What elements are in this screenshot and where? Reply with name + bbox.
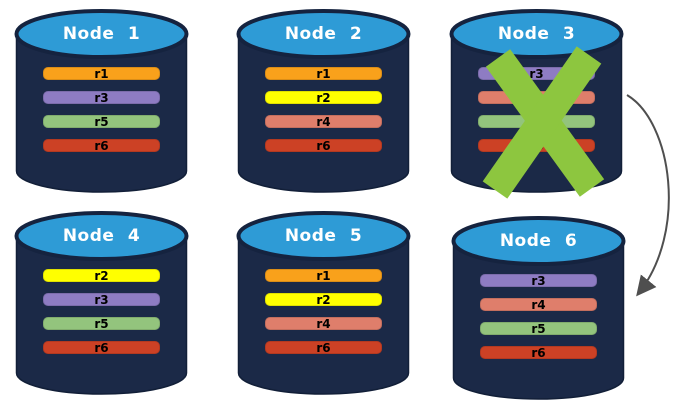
cylinder-body-outline: [15, 236, 188, 395]
replica-label: r2: [316, 292, 331, 307]
cylinder-top-outline: [236, 9, 411, 59]
node-6: Node 6 r3 r4 r5 r6: [450, 215, 627, 402]
replica-label: r2: [316, 90, 331, 105]
replica-row: r4: [265, 115, 382, 128]
replica-label: r2: [94, 268, 109, 283]
x-stroke: [482, 46, 602, 199]
replica-rows: r1 r2 r4 r6: [265, 269, 382, 365]
replica-label: r4: [316, 316, 331, 331]
node-2: Node 2 r1 r2 r4 r6: [235, 8, 412, 195]
replica-row: r3: [43, 293, 160, 306]
replica-rows: r1 r3 r5 r6: [43, 67, 160, 163]
failure-x-icon: [482, 46, 605, 199]
replica-row: r1: [265, 67, 382, 80]
cylinder-top: [453, 218, 624, 264]
replica-label: r6: [531, 345, 546, 360]
replica-label: r1: [316, 66, 331, 81]
cylinder-top: [16, 11, 187, 57]
replica-label: r6: [316, 340, 331, 355]
replica-rows: r3 r4 r5 r6: [480, 274, 597, 370]
cylinder-body-outline: [15, 34, 188, 193]
replica-row: r4: [265, 317, 382, 330]
node-title: Node 1: [62, 24, 141, 44]
cylinder-top-outline: [14, 9, 189, 59]
cylinder-body-outline: [237, 34, 410, 193]
node-4: Node 4 r2 r3 r5 r6: [13, 210, 190, 397]
replica-row: r6: [43, 341, 160, 354]
cylinder-top: [238, 213, 409, 259]
node-title: Node 2: [284, 24, 363, 44]
node-1: Node 1 r1 r3 r5 r6: [13, 8, 190, 195]
cylinder-top: [16, 213, 187, 259]
replica-row: r3: [43, 91, 160, 104]
replica-row: r5: [480, 322, 597, 335]
replica-label: r1: [316, 268, 331, 283]
replica-row: r2: [265, 293, 382, 306]
replica-label: r3: [94, 90, 109, 105]
replica-label: r6: [94, 138, 109, 153]
replica-rows: r1 r2 r4 r6: [265, 67, 382, 163]
cylinder-top-outline: [236, 211, 411, 261]
replica-label: r6: [94, 340, 109, 355]
node-title: Node 4: [62, 226, 141, 246]
replica-row: r2: [265, 91, 382, 104]
replica-label: r5: [94, 316, 109, 331]
cylinder-top-outline: [451, 216, 626, 266]
replica-label: r5: [531, 321, 546, 336]
replica-row: r6: [265, 341, 382, 354]
replica-row: r2: [43, 269, 160, 282]
cylinder-top-outline: [449, 9, 624, 59]
cylinder-body-outline: [450, 34, 623, 193]
cylinder-top: [238, 11, 409, 57]
node-5: Node 5 r1 r2 r4 r6: [235, 210, 412, 397]
replica-row: r4: [480, 298, 597, 311]
cylinder-body-outline: [452, 241, 625, 400]
replica-row: r1: [265, 269, 382, 282]
replica-row: r6: [265, 139, 382, 152]
node-title: Node 5: [284, 226, 363, 246]
replica-label: r4: [531, 297, 546, 312]
node-title: Node 3: [497, 24, 576, 44]
replica-label: r3: [94, 292, 109, 307]
replica-label: r1: [94, 66, 109, 81]
replica-row: r5: [43, 115, 160, 128]
replica-row: r6: [43, 139, 160, 152]
replica-row: r1: [43, 67, 160, 80]
arrow-curve: [626, 94, 670, 297]
cylinder-body-outline: [237, 236, 410, 395]
replica-row: r6: [480, 346, 597, 359]
replica-row: r3: [480, 274, 597, 287]
replica-row: r5: [43, 317, 160, 330]
replica-label: r4: [316, 114, 331, 129]
cylinder-top-outline: [14, 211, 189, 261]
replica-rows: r2 r3 r5 r6: [43, 269, 160, 365]
cylinder-top: [451, 11, 622, 57]
replica-label: r5: [94, 114, 109, 129]
replica-label: r3: [529, 66, 544, 81]
replica-label: r3: [531, 273, 546, 288]
replica-label: r6: [316, 138, 331, 153]
node-title: Node 6: [499, 231, 578, 251]
